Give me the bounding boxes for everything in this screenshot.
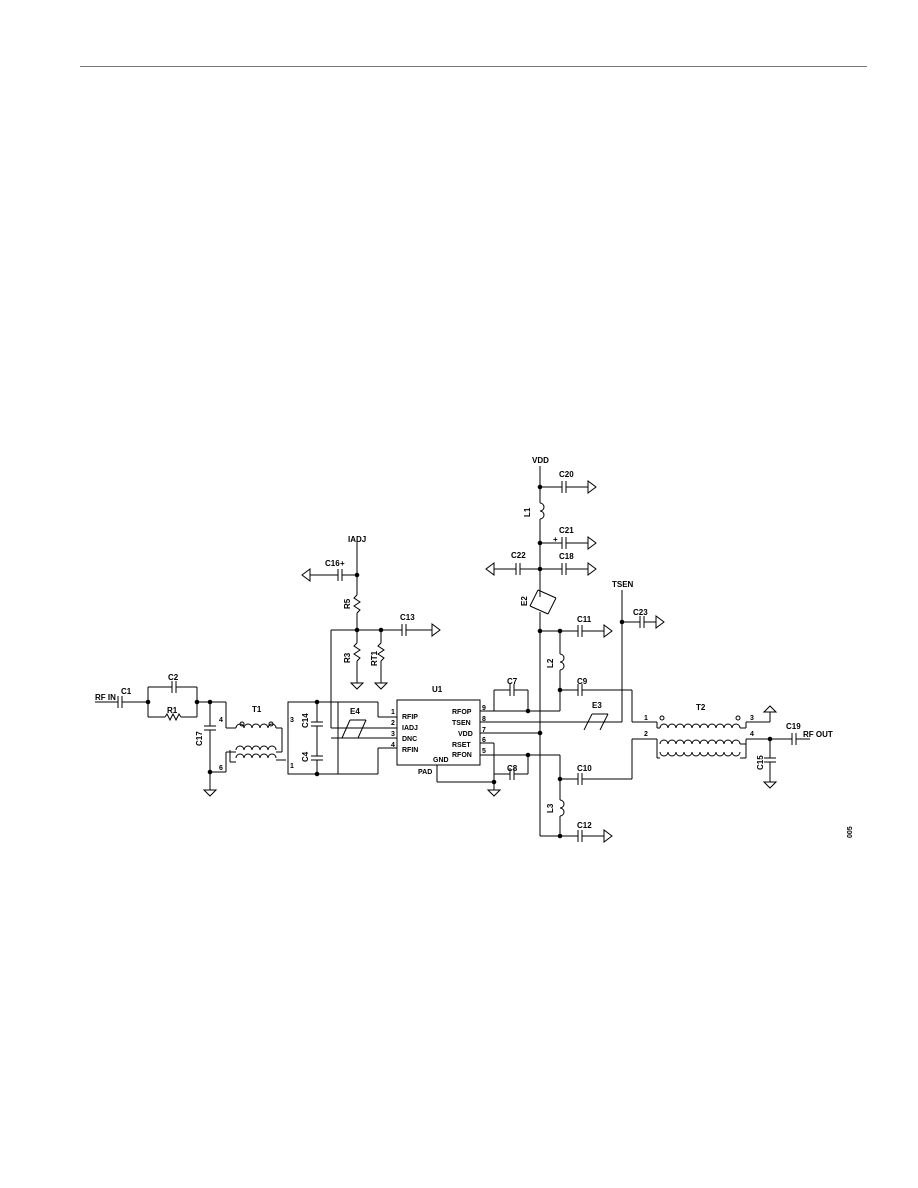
t1-pin3: 3: [290, 717, 294, 724]
u1-pin9a: 9: [482, 705, 486, 712]
c11-label: C11: [577, 615, 592, 624]
c10-label: C10: [577, 764, 592, 773]
t1-pin4: 4: [219, 717, 223, 724]
t2-pin2: 2: [644, 731, 648, 738]
u1-pin8: 8: [482, 716, 486, 723]
c9-label: C9: [577, 677, 588, 686]
u1-vdd: VDD: [458, 731, 473, 738]
l3-label: L3: [546, 803, 555, 813]
u1-rset: RSET: [452, 742, 471, 749]
c22-label: C22: [511, 551, 526, 560]
vdd-port-label: VDD: [532, 456, 549, 465]
t2-label: T2: [696, 703, 706, 712]
r5-label: R5: [343, 598, 352, 609]
r3-label: R3: [343, 652, 352, 663]
c16-label: C16: [325, 559, 340, 568]
u1-label: U1: [432, 685, 443, 694]
u1-pin5: 5: [482, 748, 486, 755]
u1-iadj: IADJ: [402, 725, 418, 732]
c21-plus: +: [553, 535, 558, 544]
header-rule: [80, 66, 867, 67]
c21-label: C21: [559, 526, 574, 535]
c2-label: C2: [168, 673, 179, 682]
u1-tsen: TSEN: [452, 720, 471, 727]
vdd-supply: [485, 466, 613, 820]
c7-c8: [486, 684, 531, 797]
u1-rfop: RFOP: [452, 709, 472, 716]
input-section: [95, 681, 236, 797]
r1-label: R1: [167, 706, 178, 715]
u1-gnd: GND: [433, 757, 449, 764]
c14-label: C14: [301, 713, 310, 728]
l1-label: L1: [523, 507, 532, 517]
u1-pin2: 2: [391, 720, 395, 727]
c12-label: C12: [577, 821, 592, 830]
u1-rfon: RFON: [452, 752, 472, 759]
u1-dnc: DNC: [402, 736, 417, 743]
rf-out-label: RF OUT: [803, 730, 833, 739]
c13-label: C13: [400, 613, 415, 622]
c18-label: C18: [559, 552, 574, 561]
rf-in-label: RF IN: [95, 693, 116, 702]
e2-label: E2: [520, 596, 529, 606]
u1-pin4: 4: [391, 742, 395, 749]
t1-transformer: [226, 721, 286, 763]
e4-label: E4: [350, 707, 360, 716]
t1-pin1: 1: [290, 763, 294, 770]
u1-pad: PAD: [418, 769, 432, 776]
t2-pin1: 1: [644, 715, 648, 722]
t1-pin6: 6: [219, 765, 223, 772]
labels: RF IN C1 C2 R1 C17 T1 4 6 3 1 C14 C4 E4 …: [95, 456, 854, 838]
c19-label: C19: [786, 722, 801, 731]
e3-label: E3: [592, 701, 602, 710]
c14-c4-network: [287, 699, 397, 777]
c4-label: C4: [301, 751, 310, 762]
c7-label: C7: [507, 677, 518, 686]
c8-label: C8: [507, 764, 518, 773]
c20-label: C20: [559, 470, 574, 479]
u1-pin7: 7: [482, 727, 486, 734]
t2-pin3: 3: [750, 715, 754, 722]
u1-rfin: RFIN: [402, 747, 418, 754]
c1-label: C1: [121, 687, 132, 696]
l2-label: L2: [546, 658, 555, 668]
t1-label: T1: [252, 705, 262, 714]
tsen-port-label: TSEN: [612, 580, 634, 589]
u1-pin3: 3: [391, 731, 395, 738]
figure-id: 005: [847, 826, 854, 838]
iadj-port-label: IADJ: [348, 535, 366, 544]
t2-pin4: 4: [750, 731, 754, 738]
c23-label: C23: [633, 608, 648, 617]
u1-pin6: 6: [482, 737, 486, 744]
u1-rfip: RFIP: [402, 714, 418, 721]
t2-transformer: [656, 705, 810, 789]
u1-pin1: 1: [391, 709, 395, 716]
rt1-label: RT1: [370, 650, 379, 666]
c15-label: C15: [756, 755, 765, 770]
iadj-network: [301, 540, 441, 739]
l3-output-n: [530, 738, 657, 843]
c16-plus: +: [340, 559, 345, 568]
c17-label: C17: [195, 731, 204, 746]
l2-output-p: [528, 590, 665, 731]
